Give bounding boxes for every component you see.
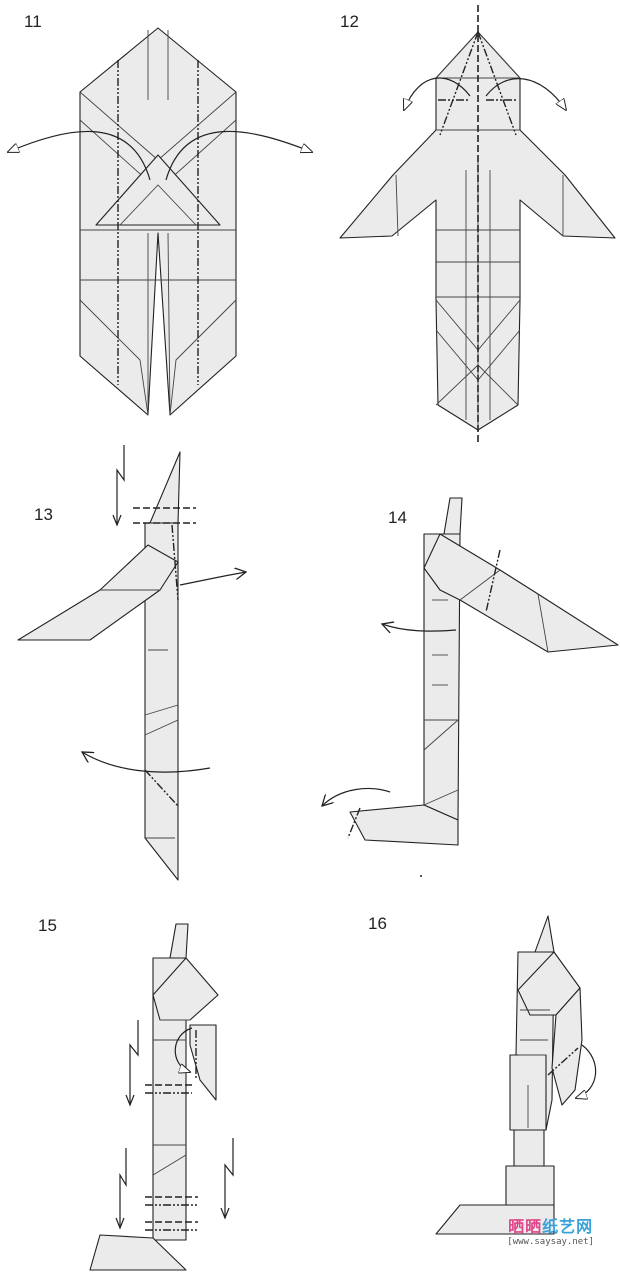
step-13-zigzag-arrow: [116, 445, 125, 525]
step-11-left-arrow: [8, 130, 151, 181]
step-15-zigzag-2: [119, 1148, 127, 1228]
step-15-foot: [89, 1234, 187, 1271]
step-14-arm: [423, 533, 619, 653]
step-16-diagram: [435, 915, 597, 1235]
step-13-diagram: [17, 445, 246, 881]
watermark-title-b: 纸艺网: [542, 1217, 594, 1236]
step-15-hand: [189, 1024, 217, 1101]
step-13-top-spike: [149, 451, 181, 524]
step-14-top-spike: [443, 497, 463, 535]
step-16-mountain: [547, 1047, 579, 1076]
site-watermark: 晒晒纸艺网 [www.saysay.net]: [507, 1213, 594, 1247]
step-16-number: 16: [368, 914, 387, 933]
step-15-top-spike: [169, 923, 189, 959]
step-11-inner-triangle: [95, 154, 221, 226]
step-13-right-arrow: [179, 572, 246, 586]
step-16-lower-leg: [513, 1129, 545, 1167]
step-14-arrow-lower: [322, 787, 391, 806]
step-16-foot: [435, 1204, 555, 1235]
step-15-zigzag-1: [129, 1020, 139, 1105]
step-16-curl-arrow: [576, 1044, 597, 1098]
step-15-zigzag-3: [224, 1138, 234, 1218]
step-14-mountain-arm: [485, 549, 501, 613]
step-15-diagram: [89, 923, 234, 1271]
step-14-diagram: [322, 497, 619, 877]
step-14-arrow-upper: [382, 624, 457, 631]
step-13-left-arrow: [82, 752, 211, 773]
step-12-diagram: [339, 5, 616, 445]
step-14-foot: [349, 804, 459, 846]
step-15-curl-arrow: [174, 1027, 193, 1072]
step-12-right-arrow: [485, 78, 566, 110]
step-12-left-arrow: [404, 77, 471, 110]
watermark-url: [www.saysay.net]: [507, 1237, 594, 1247]
step-12-number: 12: [340, 12, 359, 31]
step-14-number: 14: [388, 508, 407, 527]
step-16-knee-block: [505, 1165, 555, 1206]
step-16-top-spike: [534, 915, 555, 953]
step-11-number: 11: [24, 12, 42, 31]
step-11-diagram: [8, 27, 312, 416]
watermark-title-a: 晒晒: [508, 1217, 543, 1236]
step-11-right-arrow: [165, 130, 312, 181]
step-15-head: [152, 957, 219, 1021]
watermark-logo: 晒晒纸艺网: [507, 1213, 594, 1237]
step-13-number: 13: [34, 505, 53, 524]
step-15-number: 15: [38, 916, 57, 935]
